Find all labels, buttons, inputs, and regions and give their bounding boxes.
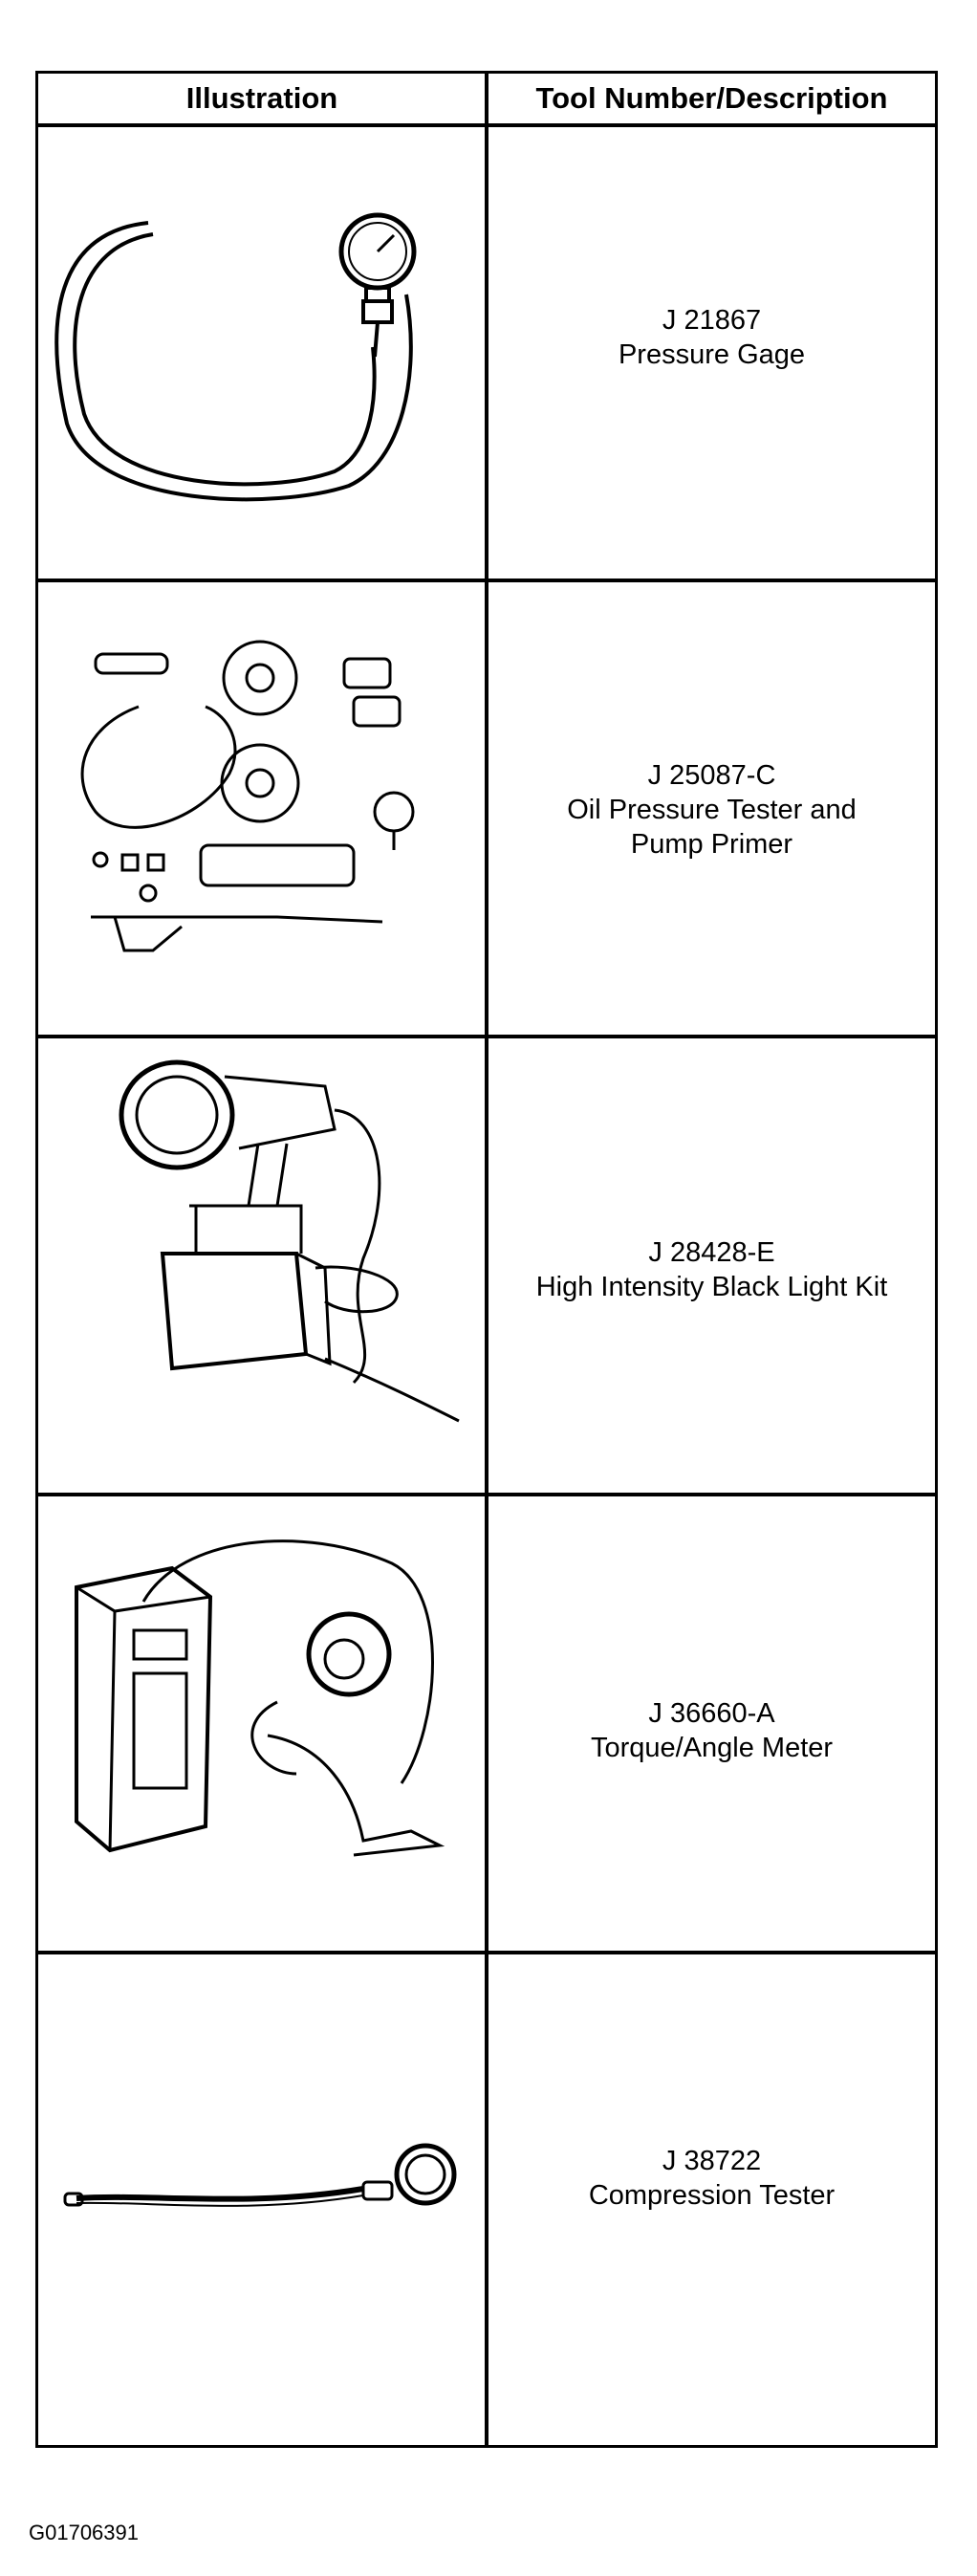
row-divider (38, 1035, 935, 1038)
black-light-kit-icon (38, 1038, 485, 1493)
column-divider (485, 74, 488, 2445)
header-illustration: Illustration (185, 81, 338, 115)
tool-name: High Intensity Black Light Kit (535, 1272, 888, 1302)
tool-name-line-2: Pump Primer (630, 829, 793, 860)
tool-number: J 21867 (662, 305, 762, 336)
tool-name: Compression Tester (588, 2180, 836, 2211)
tool-description: J 21867 Pressure Gage (488, 303, 935, 372)
tool-description: J 25087-C Oil Pressure Tester and Pump P… (488, 758, 935, 862)
tool-description: J 38722 Compression Tester (488, 2144, 935, 2213)
row-divider (38, 1951, 935, 1954)
tool-name-line-1: Oil Pressure Tester and (567, 795, 857, 825)
tool-number: J 36660-A (648, 1698, 775, 1729)
tool-number: J 25087-C (647, 760, 776, 791)
tool-description: J 36660-A Torque/Angle Meter (488, 1696, 935, 1765)
tool-number: J 38722 (662, 2146, 762, 2176)
tool-description: J 28428-E High Intensity Black Light Kit (488, 1235, 935, 1304)
header-divider (38, 123, 935, 127)
row-divider (38, 1493, 935, 1496)
figure-id: G01706391 (29, 2521, 139, 2544)
tool-table: Illustration Tool Number/Description J 2… (35, 71, 938, 2448)
compression-tester-icon (38, 1954, 485, 2451)
row-divider (38, 579, 935, 582)
pressure-gage-icon (38, 127, 485, 579)
tool-number: J 28428-E (648, 1237, 775, 1268)
header-tool-number: Tool Number/Description (535, 81, 888, 115)
tool-name: Pressure Gage (618, 339, 806, 370)
oil-pressure-tester-kit-icon (38, 582, 485, 1035)
tool-name: Torque/Angle Meter (590, 1733, 834, 1763)
torque-angle-meter-icon (38, 1496, 485, 1951)
